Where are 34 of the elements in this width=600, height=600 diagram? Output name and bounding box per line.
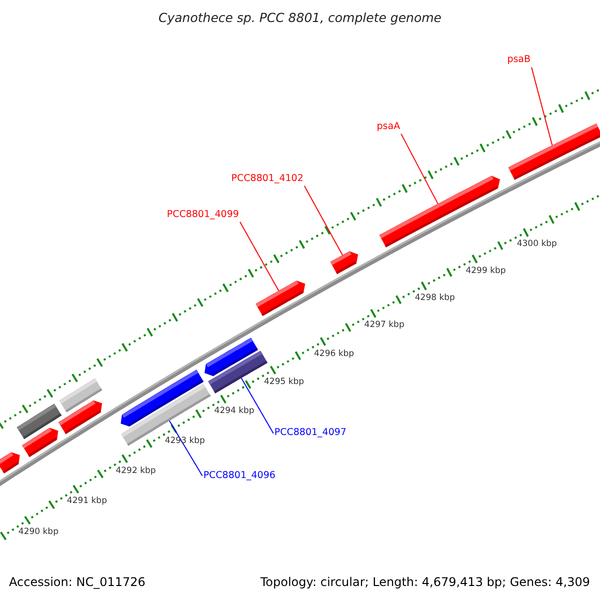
gene-block (256, 280, 306, 316)
accession-note: Accession: NC_011726 (9, 574, 146, 590)
scale-label: 4291 kbp (66, 496, 107, 508)
scale-label: 4294 kbp (214, 406, 254, 418)
gene-label: PCC8801_4097 (274, 427, 346, 440)
scale-label: 4292 kbp (116, 466, 156, 477)
scale-label: 4300 kbp (516, 239, 557, 250)
scale-label: 4295 kbp (264, 377, 304, 388)
gene-block (59, 378, 102, 412)
scale-label: 4296 kbp (314, 348, 354, 360)
scale-label: 4299 kbp (466, 266, 506, 277)
gene-label: PCC8801_4099 (166, 208, 239, 221)
gene-block (16, 404, 62, 440)
leader-line (240, 378, 274, 434)
leader-line (531, 66, 553, 146)
gene-label: psaB (507, 54, 531, 66)
genome-stats-note: Topology: circular; Length: 4,679,413 bp; Genes: 4,309 (260, 574, 590, 590)
title: Cyanothece sp. PCC 8801, complete genome (158, 9, 442, 27)
leader-line (400, 133, 438, 204)
gene-label: PCC8801_4102 (231, 172, 304, 185)
gene-block (508, 124, 600, 180)
scale-label: 4290 kbp (18, 527, 58, 538)
gene-block (120, 370, 204, 427)
gene-block (330, 251, 358, 274)
leader-line (304, 185, 343, 256)
leader-line (168, 420, 203, 476)
gene-block (0, 452, 20, 474)
gene-label: psaA (376, 120, 400, 133)
scale-label: 4298 kbp (414, 292, 455, 304)
gene-block (379, 176, 500, 248)
leader-line (240, 221, 280, 292)
gene-block (204, 338, 258, 376)
scale-label: 4297 kbp (364, 320, 404, 332)
gene-label: PCC8801_4096 (203, 470, 276, 482)
